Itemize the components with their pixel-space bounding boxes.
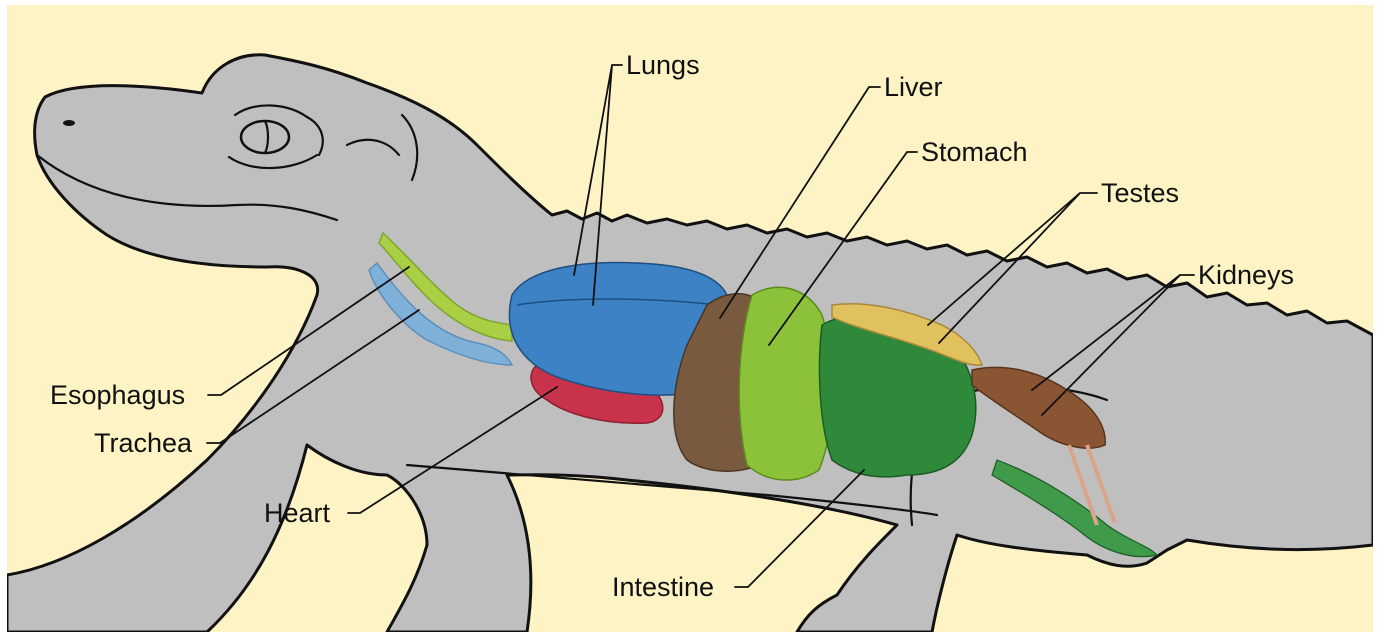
alligator-anatomy-diagram: Lungs Liver Stomach Testes Kidneys Esoph…: [7, 5, 1373, 632]
label-stomach: Stomach: [921, 137, 1028, 167]
label-testes: Testes: [1101, 178, 1179, 208]
stomach-organ: [739, 287, 833, 480]
label-heart: Heart: [264, 498, 331, 528]
label-liver: Liver: [884, 72, 943, 102]
diagram-panel: Lungs Liver Stomach Testes Kidneys Esoph…: [7, 5, 1373, 632]
label-kidneys: Kidneys: [1198, 260, 1294, 290]
nostril: [63, 120, 75, 126]
label-trachea: Trachea: [94, 428, 193, 458]
label-intestine: Intestine: [612, 572, 714, 602]
label-lungs: Lungs: [626, 50, 700, 80]
label-esophagus: Esophagus: [50, 380, 185, 410]
